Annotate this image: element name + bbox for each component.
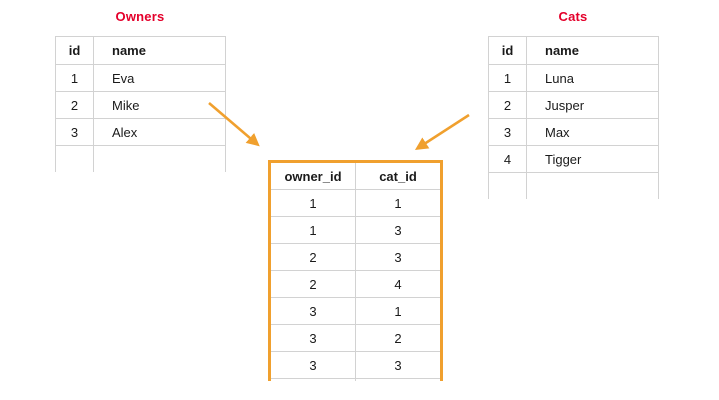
join-cell-owner-id: 1 [269, 189, 356, 217]
owners-cell-id: 1 [55, 64, 94, 92]
join-cell-owner-id: 2 [269, 243, 356, 271]
owners-table: id name 1 Eva 2 Mike 3 Alex [55, 36, 226, 173]
join-table: owner_id cat_id 1 1 1 3 2 3 2 4 3 [268, 160, 443, 400]
table-row-empty [269, 378, 442, 400]
table-row: 3 1 [269, 297, 442, 325]
table-row: 1 Eva [55, 64, 226, 92]
cats-cell-id: 2 [488, 91, 527, 119]
cats-cell-name: Max [526, 118, 659, 146]
owners-table-title: Owners [115, 9, 165, 24]
join-cell-owner-id: 3 [269, 324, 356, 352]
join-cell-cat-id: 2 [355, 324, 442, 352]
join-cell-owner-id: 2 [269, 270, 356, 298]
table-header-row: id name [488, 36, 659, 65]
table-row-empty [55, 145, 226, 173]
join-cell-empty-owner-id [269, 378, 356, 400]
table-row: 2 3 [269, 243, 442, 271]
join-cell-owner-id: 3 [269, 351, 356, 379]
join-header-owner-id: owner_id [269, 161, 356, 190]
cats-table: id name 1 Luna 2 Jusper 3 Max 4 Tigger [488, 36, 659, 200]
table-row: 2 Mike [55, 91, 226, 119]
join-cell-cat-id: 3 [355, 216, 442, 244]
cats-header-id: id [488, 36, 527, 65]
arrow-cats-to-join-icon [414, 113, 470, 150]
join-cell-owner-id: 3 [269, 297, 356, 325]
join-cell-owner-id: 1 [269, 216, 356, 244]
owners-cell-empty-id [55, 145, 94, 173]
owners-bottom-clip [52, 172, 230, 182]
owners-header-name: name [93, 36, 226, 65]
cats-cell-id: 4 [488, 145, 527, 173]
cats-cell-name: Luna [526, 64, 659, 92]
cats-cell-name: Jusper [526, 91, 659, 119]
table-row: 3 Max [488, 118, 659, 146]
owners-cell-empty-name [93, 145, 226, 173]
cats-cell-id: 3 [488, 118, 527, 146]
join-cell-cat-id: 3 [355, 243, 442, 271]
table-header-row: owner_id cat_id [269, 161, 442, 190]
join-header-cat-id: cat_id [355, 161, 442, 190]
table-row: 4 Tigger [488, 145, 659, 173]
cats-cell-name: Tigger [526, 145, 659, 173]
owners-cell-name: Eva [93, 64, 226, 92]
join-cell-empty-cat-id [355, 378, 442, 400]
owners-cell-name: Mike [93, 91, 226, 119]
cats-cell-empty-id [488, 172, 527, 200]
owners-cell-id: 3 [55, 118, 94, 146]
join-cell-cat-id: 1 [355, 297, 442, 325]
table-row: 3 2 [269, 324, 442, 352]
table-row: 2 4 [269, 270, 442, 298]
table-row-empty [488, 172, 659, 200]
cats-table-title: Cats [558, 9, 588, 24]
table-row: 1 Luna [488, 64, 659, 92]
table-row: 1 3 [269, 216, 442, 244]
cats-header-name: name [526, 36, 659, 65]
table-row: 3 Alex [55, 118, 226, 146]
table-row: 2 Jusper [488, 91, 659, 119]
join-cell-cat-id: 1 [355, 189, 442, 217]
join-cell-cat-id: 4 [355, 270, 442, 298]
table-row: 1 1 [269, 189, 442, 217]
owners-cell-id: 2 [55, 91, 94, 119]
owners-cell-name: Alex [93, 118, 226, 146]
table-header-row: id name [55, 36, 226, 65]
cats-cell-empty-name [526, 172, 659, 200]
owners-header-id: id [55, 36, 94, 65]
table-row: 3 3 [269, 351, 442, 379]
cats-cell-id: 1 [488, 64, 527, 92]
join-cell-cat-id: 3 [355, 351, 442, 379]
cats-bottom-clip [485, 199, 663, 209]
